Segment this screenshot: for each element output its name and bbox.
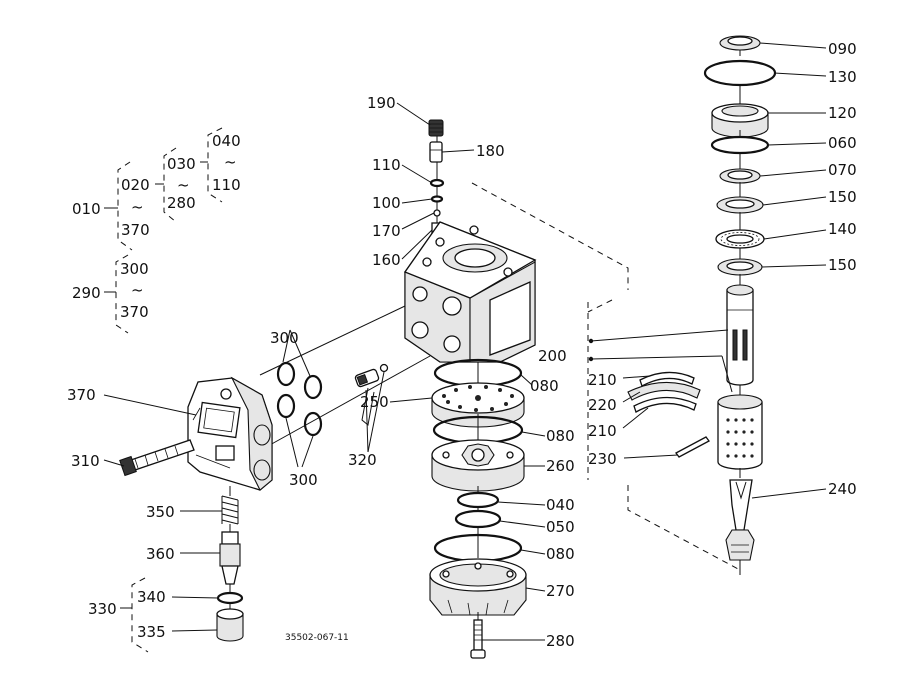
label-110: 110 — [372, 156, 401, 174]
label-220: 220 — [588, 396, 617, 414]
label-190: 190 — [367, 94, 396, 112]
tree-040-tilde: ~ — [224, 153, 237, 171]
part-150-washer-lower — [717, 258, 763, 276]
part-280-bolt — [470, 619, 486, 659]
tree-040-end: 110 — [212, 176, 241, 194]
label-270: 270 — [546, 582, 575, 600]
tree-300: 300 — [120, 260, 149, 278]
part-340-o-ring — [216, 591, 244, 605]
part-320-check-valve — [354, 363, 389, 426]
label-310: 310 — [71, 452, 100, 470]
label-050: 050 — [546, 518, 575, 536]
label-350: 350 — [146, 503, 175, 521]
label-060: 060 — [828, 134, 857, 152]
part-spool — [726, 284, 754, 386]
label-300-upper: 300 — [270, 329, 299, 347]
part-335-plug — [216, 608, 244, 642]
part-sleeve — [717, 394, 763, 470]
tree-040: 040 — [212, 132, 241, 150]
label-120: 120 — [828, 104, 857, 122]
label-170: 170 — [372, 222, 401, 240]
part-090-dust-seal — [719, 35, 761, 51]
label-210-lower: 210 — [588, 422, 617, 440]
part-240-drive-shaft — [725, 479, 755, 561]
tree-010: 010 — [72, 200, 101, 218]
part-060-o-ring — [710, 135, 770, 155]
label-230: 230 — [588, 450, 617, 468]
label-335: 335 — [137, 623, 166, 641]
label-200: 200 — [538, 347, 567, 365]
part-number-labels: 090 130 120 060 070 150 140 150 240 200 … — [67, 40, 857, 650]
assembly-hierarchy — [104, 127, 223, 653]
part-230-pin — [675, 436, 710, 458]
tree-030: 030 — [167, 155, 196, 173]
label-160: 160 — [372, 251, 401, 269]
label-320: 320 — [348, 451, 377, 469]
label-080-c: 080 — [546, 545, 575, 563]
label-180: 180 — [476, 142, 505, 160]
part-050-ring — [454, 509, 502, 529]
tree-020-end: 370 — [121, 221, 150, 239]
part-040-ring — [456, 491, 500, 509]
part-300-o-rings — [276, 361, 323, 437]
drawing-code: 35502-067-11 — [285, 633, 349, 643]
tree-030-end: 280 — [167, 194, 196, 212]
bracket-200 — [471, 182, 741, 571]
tree-300-tilde: ~ — [131, 281, 144, 299]
label-080-a: 080 — [530, 377, 559, 395]
part-260-gerotor — [431, 439, 525, 492]
part-130-snap-ring — [703, 59, 777, 87]
label-150-lower: 150 — [828, 256, 857, 274]
label-150-upper: 150 — [828, 188, 857, 206]
part-110-ring — [429, 178, 445, 188]
part-housing — [403, 221, 537, 363]
label-370: 370 — [67, 386, 96, 404]
tree-290: 290 — [72, 284, 101, 302]
part-360-valve — [219, 531, 241, 585]
label-330: 330 — [88, 600, 117, 618]
center-stack — [389, 102, 546, 659]
part-150-washer-upper — [716, 196, 764, 214]
label-300-lower: 300 — [289, 471, 318, 489]
right-stack — [622, 35, 827, 575]
label-280: 280 — [546, 632, 575, 650]
part-100-ring — [430, 195, 444, 203]
tree-020: 020 — [121, 176, 150, 194]
label-040: 040 — [546, 496, 575, 514]
label-140: 140 — [828, 220, 857, 238]
left-assembly — [103, 305, 431, 642]
label-360: 360 — [146, 545, 175, 563]
part-180-plug — [429, 141, 443, 163]
part-270-end-cap — [429, 558, 527, 616]
part-350-spring — [221, 495, 239, 525]
label-240: 240 — [828, 480, 857, 498]
part-170-ball — [433, 209, 441, 217]
label-080-b: 080 — [546, 427, 575, 445]
tree-020-tilde: ~ — [131, 198, 144, 216]
part-210-220-springs — [627, 371, 701, 413]
part-310-bolt — [119, 439, 195, 477]
label-210-upper: 210 — [588, 371, 617, 389]
label-250: 250 — [360, 393, 389, 411]
label-070: 070 — [828, 161, 857, 179]
part-140-needle-bearing — [715, 229, 765, 249]
part-370-valve-body — [187, 376, 273, 491]
tree-300-end: 370 — [120, 303, 149, 321]
part-190-cap — [428, 119, 444, 137]
part-070-seal — [719, 168, 761, 184]
label-260: 260 — [546, 457, 575, 475]
label-130: 130 — [828, 68, 857, 86]
tree-030-tilde: ~ — [177, 176, 190, 194]
label-340: 340 — [137, 588, 166, 606]
label-090: 090 — [828, 40, 857, 58]
label-100: 100 — [372, 194, 401, 212]
